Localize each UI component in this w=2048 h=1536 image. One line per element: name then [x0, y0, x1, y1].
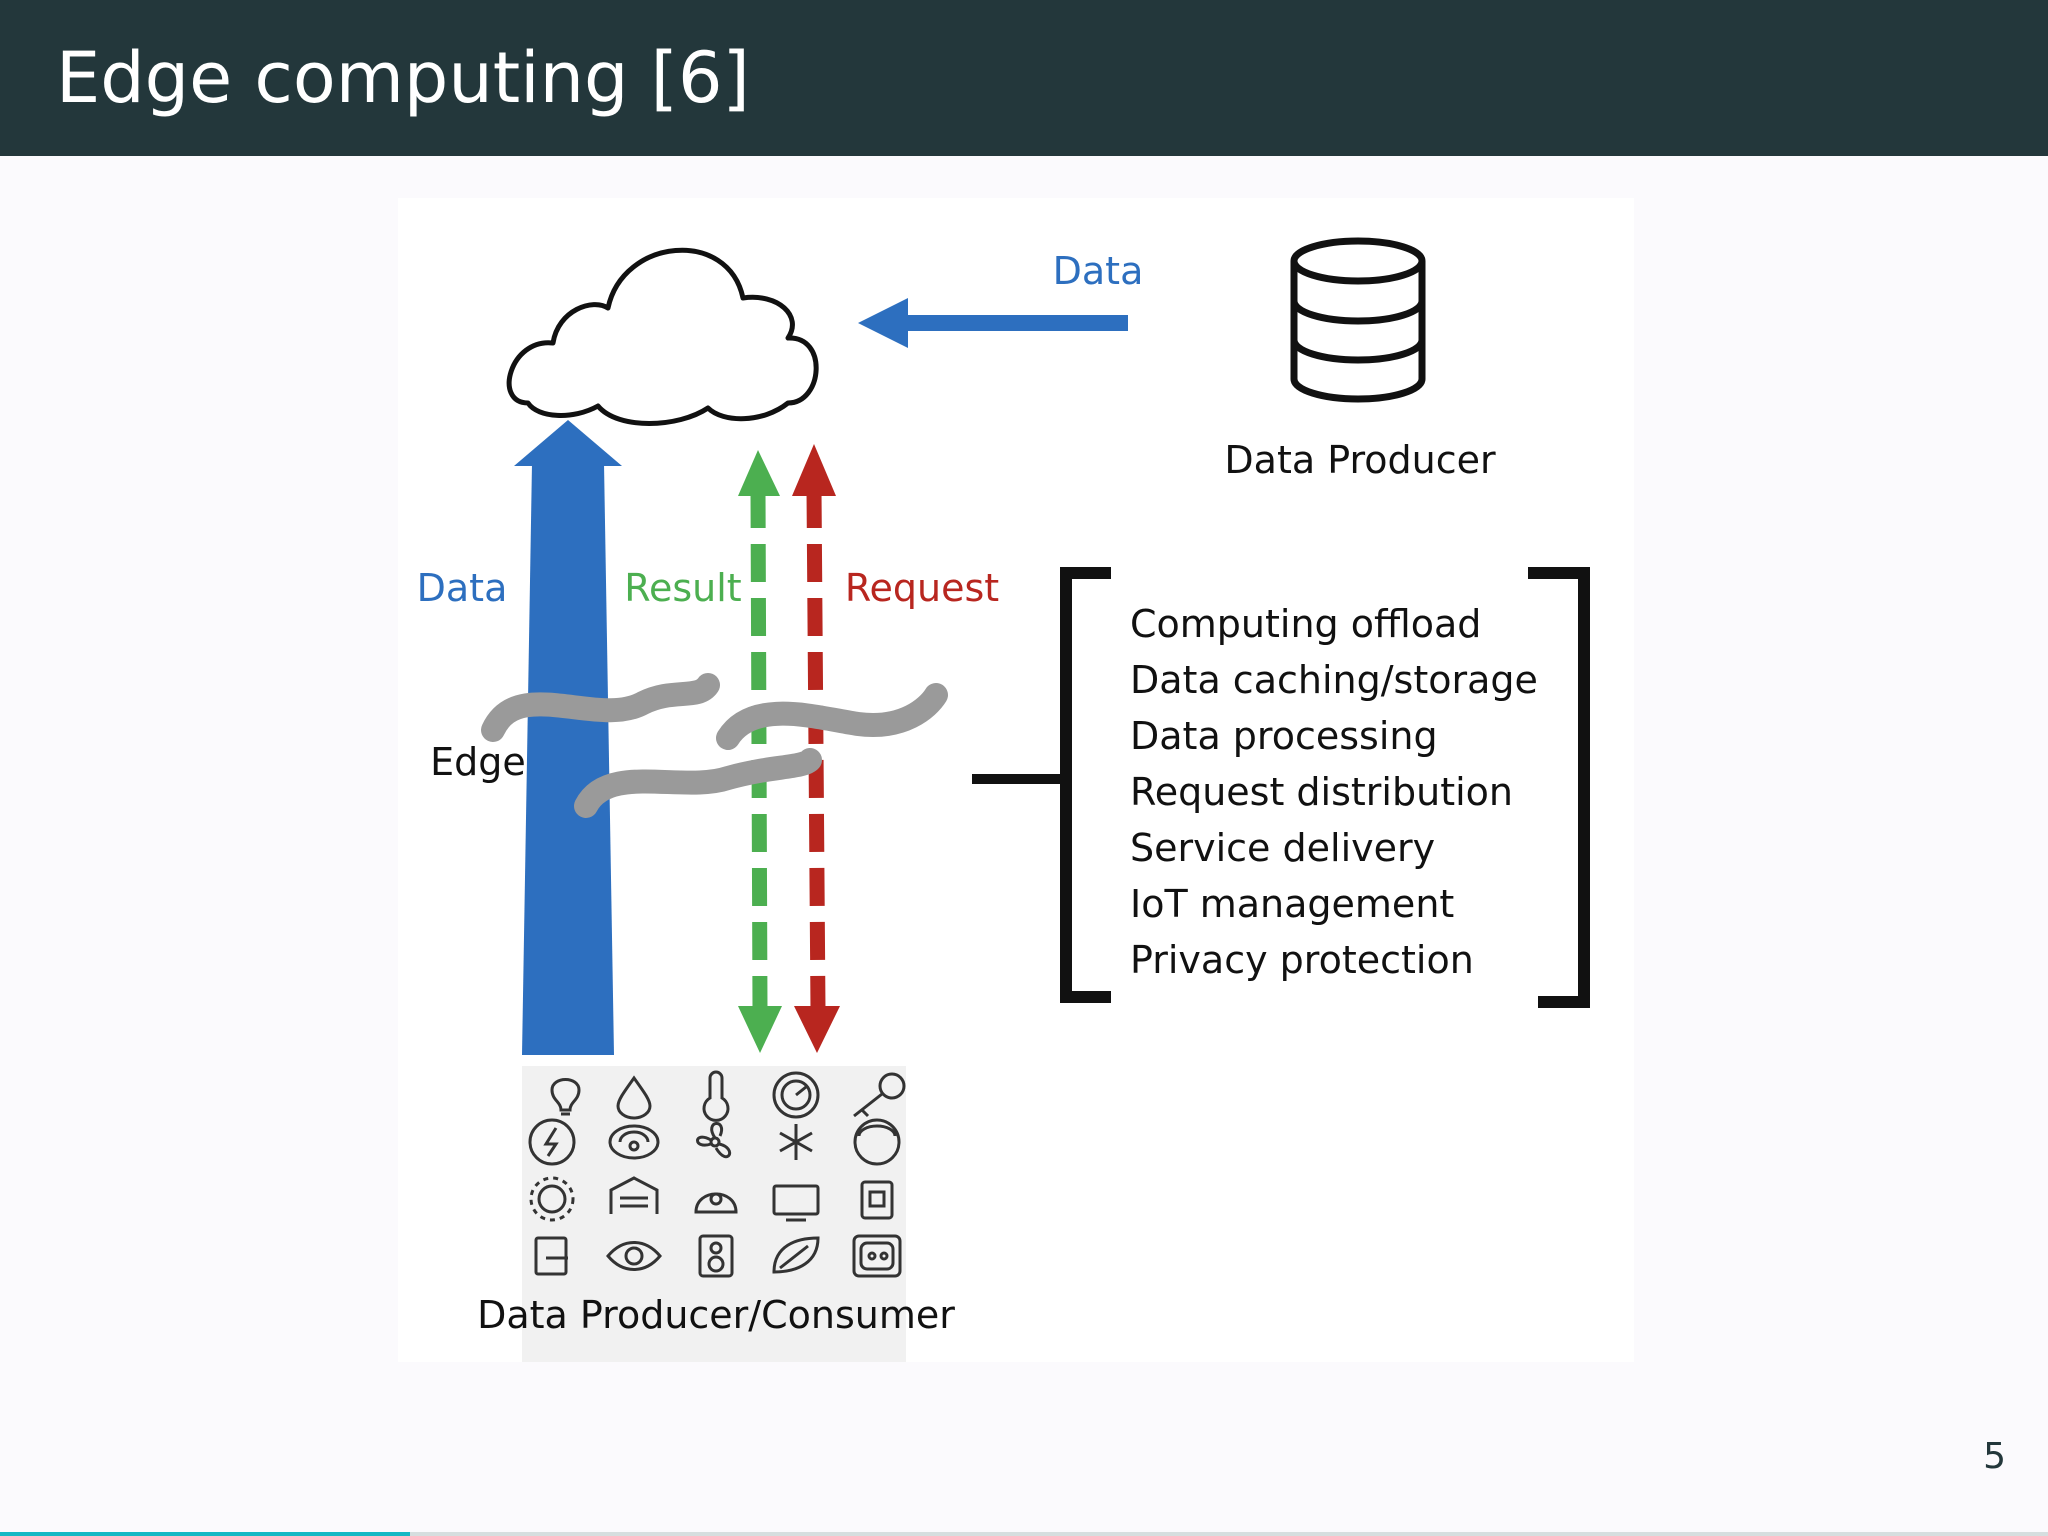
bulb-icon	[550, 1078, 581, 1116]
robot-vacuum-icon	[853, 1118, 901, 1166]
edge-function-item: Request distribution	[1130, 770, 1513, 814]
progress-fill	[0, 1532, 410, 1536]
leaf-icon	[772, 1236, 820, 1274]
slide-title: Edge computing [6]	[56, 37, 750, 119]
key-icon	[853, 1072, 906, 1118]
edge-wave-marks	[481, 673, 948, 818]
bolt-icon	[528, 1118, 576, 1166]
snowflake-icon	[779, 1124, 813, 1160]
data-to-cloud-arrow	[858, 298, 1128, 348]
gauge-icon	[772, 1071, 820, 1119]
result-label: Result	[624, 566, 741, 610]
request-label: Request	[845, 566, 999, 610]
bottom-label: Data Producer/Consumer	[477, 1293, 955, 1337]
device-grid-background	[522, 1066, 906, 1362]
edge-function-item: Data caching/storage	[1130, 658, 1538, 702]
tablet-icon	[860, 1180, 894, 1220]
door-lock-icon	[534, 1236, 568, 1276]
fan-icon	[696, 1122, 732, 1159]
speaker-icon	[698, 1234, 734, 1278]
device-icon-grid	[522, 1066, 906, 1362]
request-arrow	[792, 444, 840, 1053]
left-bracket	[1060, 567, 1111, 1003]
result-arrow	[738, 450, 782, 1053]
eye-icon	[606, 1241, 662, 1271]
top-arrow-label: Data	[1053, 249, 1144, 293]
sun-icon	[529, 1176, 575, 1222]
edge-function-list: Computing offload Data caching/storage D…	[1130, 602, 1538, 982]
edge-label: Edge	[430, 740, 526, 784]
edge-function-item: Computing offload	[1130, 602, 1481, 646]
data-producer-label: Data Producer	[1224, 438, 1496, 482]
edge-function-item: Service delivery	[1130, 826, 1435, 870]
edge-function-item: IoT management	[1130, 882, 1454, 926]
stove-icon	[694, 1192, 738, 1214]
edge-computing-diagram: Data Data Producer Data Result Reque	[398, 198, 1634, 1362]
slide-header: Edge computing [6]	[0, 0, 2048, 156]
page-number: 5	[1983, 1436, 2006, 1477]
edge-function-item: Privacy protection	[1130, 938, 1474, 982]
thermometer-icon	[702, 1070, 730, 1122]
database-icon	[1290, 237, 1426, 403]
outlet-icon	[852, 1234, 902, 1278]
edge-function-item: Data processing	[1130, 714, 1438, 758]
progress-bar	[0, 1532, 2048, 1536]
garage-icon	[609, 1176, 659, 1214]
up-arrow-label: Data	[417, 566, 508, 610]
drop-icon	[616, 1075, 652, 1120]
data-upload-arrow	[514, 420, 622, 1055]
wifi-router-icon	[608, 1124, 660, 1160]
right-bracket	[1528, 567, 1590, 1008]
tv-icon	[772, 1184, 820, 1222]
cloud-icon	[506, 247, 819, 426]
